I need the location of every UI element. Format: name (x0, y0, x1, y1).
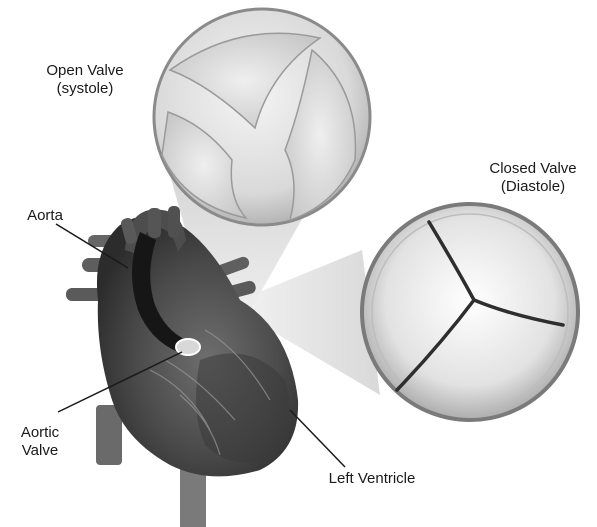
brachiocephalic-branch (148, 208, 161, 238)
open-valve-label-line2: (systole) (30, 80, 140, 98)
aortic-valve-label-line1: Aortic (10, 424, 70, 442)
open-valve-label-line1: Open Valve (30, 62, 140, 80)
aorta-label: Aorta (14, 207, 76, 225)
aortic-valve-label-line2: Valve (10, 442, 70, 460)
open-valve-label: Open Valve (systole) (30, 62, 140, 98)
left-ventricle-label: Left Ventricle (312, 470, 432, 488)
closed-valve-label-line2: (Diastole) (478, 178, 588, 196)
carotid-branch (168, 206, 180, 238)
closed-valve-label-line1: Closed Valve (478, 160, 588, 178)
open-valve-disc (154, 9, 370, 225)
aortic-valve-label: Aortic Valve (10, 424, 70, 460)
left-ventricle-leader-line (290, 410, 345, 467)
closed-valve-label: Closed Valve (Diastole) (478, 160, 588, 196)
closed-valve-disc (362, 204, 578, 420)
